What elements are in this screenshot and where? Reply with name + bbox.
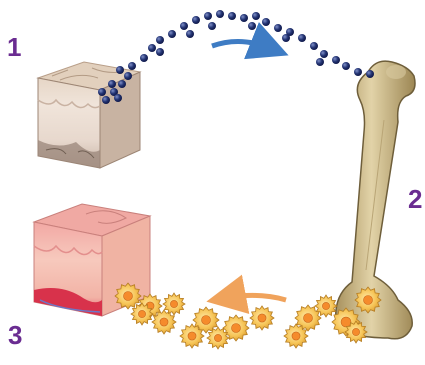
step-number-1: 1 xyxy=(7,34,21,60)
orange-cell-icon xyxy=(163,293,185,315)
blue-particle-icon xyxy=(298,34,306,42)
blue-particle-icon xyxy=(118,80,126,88)
blue-particle-icon xyxy=(124,72,132,80)
blue-particle-icon xyxy=(148,44,156,52)
blue-particle-icon xyxy=(216,10,224,18)
arrow-blue xyxy=(212,41,270,48)
blue-particle-icon xyxy=(156,48,164,56)
orange-cell-icon xyxy=(250,306,274,330)
blue-particle-icon xyxy=(180,22,188,30)
step-number-3: 3 xyxy=(8,322,22,348)
blue-particle-icon xyxy=(320,50,328,58)
blue-particle-icon xyxy=(114,94,122,102)
blue-particle-icon xyxy=(262,18,270,26)
blue-particle-icon xyxy=(204,12,212,20)
blue-particle-icon xyxy=(228,12,236,20)
blue-particle-icon xyxy=(332,56,340,64)
blue-particle-icon xyxy=(248,22,256,30)
blue-particle-icon xyxy=(282,34,290,42)
blue-particle-icon xyxy=(102,96,110,104)
blue-particle-icon xyxy=(108,80,116,88)
step-number-2: 2 xyxy=(408,186,422,212)
blue-particle-icon xyxy=(116,66,124,74)
blue-particle-icon xyxy=(310,42,318,50)
blue-particle-icon xyxy=(366,70,374,78)
blue-particle-icon xyxy=(156,36,164,44)
blue-particle-icon xyxy=(192,16,200,24)
blue-particle-icon xyxy=(140,54,148,62)
arrow-orange xyxy=(226,295,286,300)
blue-particle-icon xyxy=(354,68,362,76)
blue-particle-icon xyxy=(316,58,324,66)
blue-particle-icon xyxy=(128,62,136,70)
blue-particle-icon xyxy=(342,62,350,70)
blue-particle-icon xyxy=(98,88,106,96)
blue-particle-icon xyxy=(252,12,260,20)
blue-particle-icon xyxy=(208,22,216,30)
blue-particle-icon xyxy=(168,30,176,38)
blue-particle-icon xyxy=(186,30,194,38)
blue-particle-icon xyxy=(240,14,248,22)
blue-particle-icon xyxy=(274,24,282,32)
